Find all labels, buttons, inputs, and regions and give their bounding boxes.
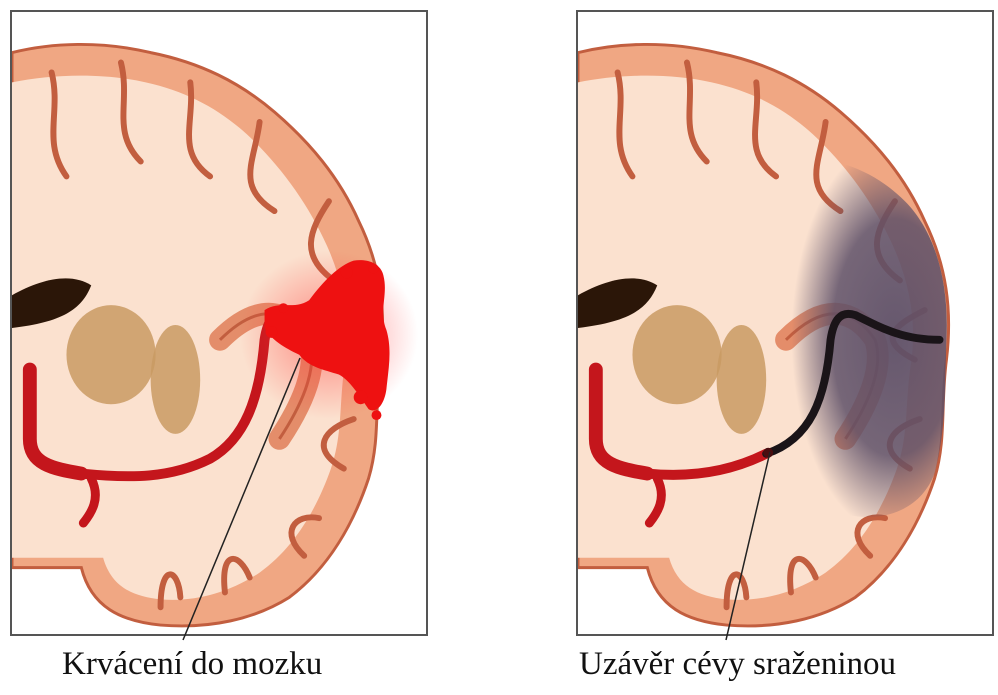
hemorrhage-caption: Krvácení do mozku — [62, 646, 322, 682]
brain-section-hemorrhage-illustration — [12, 12, 426, 634]
brain-section-occlusion-illustration — [578, 12, 992, 634]
basal-nucleus — [66, 305, 155, 404]
hemorrhage-panel — [10, 10, 428, 636]
basal-nucleus — [632, 305, 721, 404]
basal-nucleus — [717, 325, 767, 434]
basal-nucleus — [151, 325, 201, 434]
clot — [763, 448, 773, 458]
occlusion-panel — [576, 10, 994, 636]
occlusion-caption: Uzávěr cévy sraženinou — [579, 646, 896, 682]
